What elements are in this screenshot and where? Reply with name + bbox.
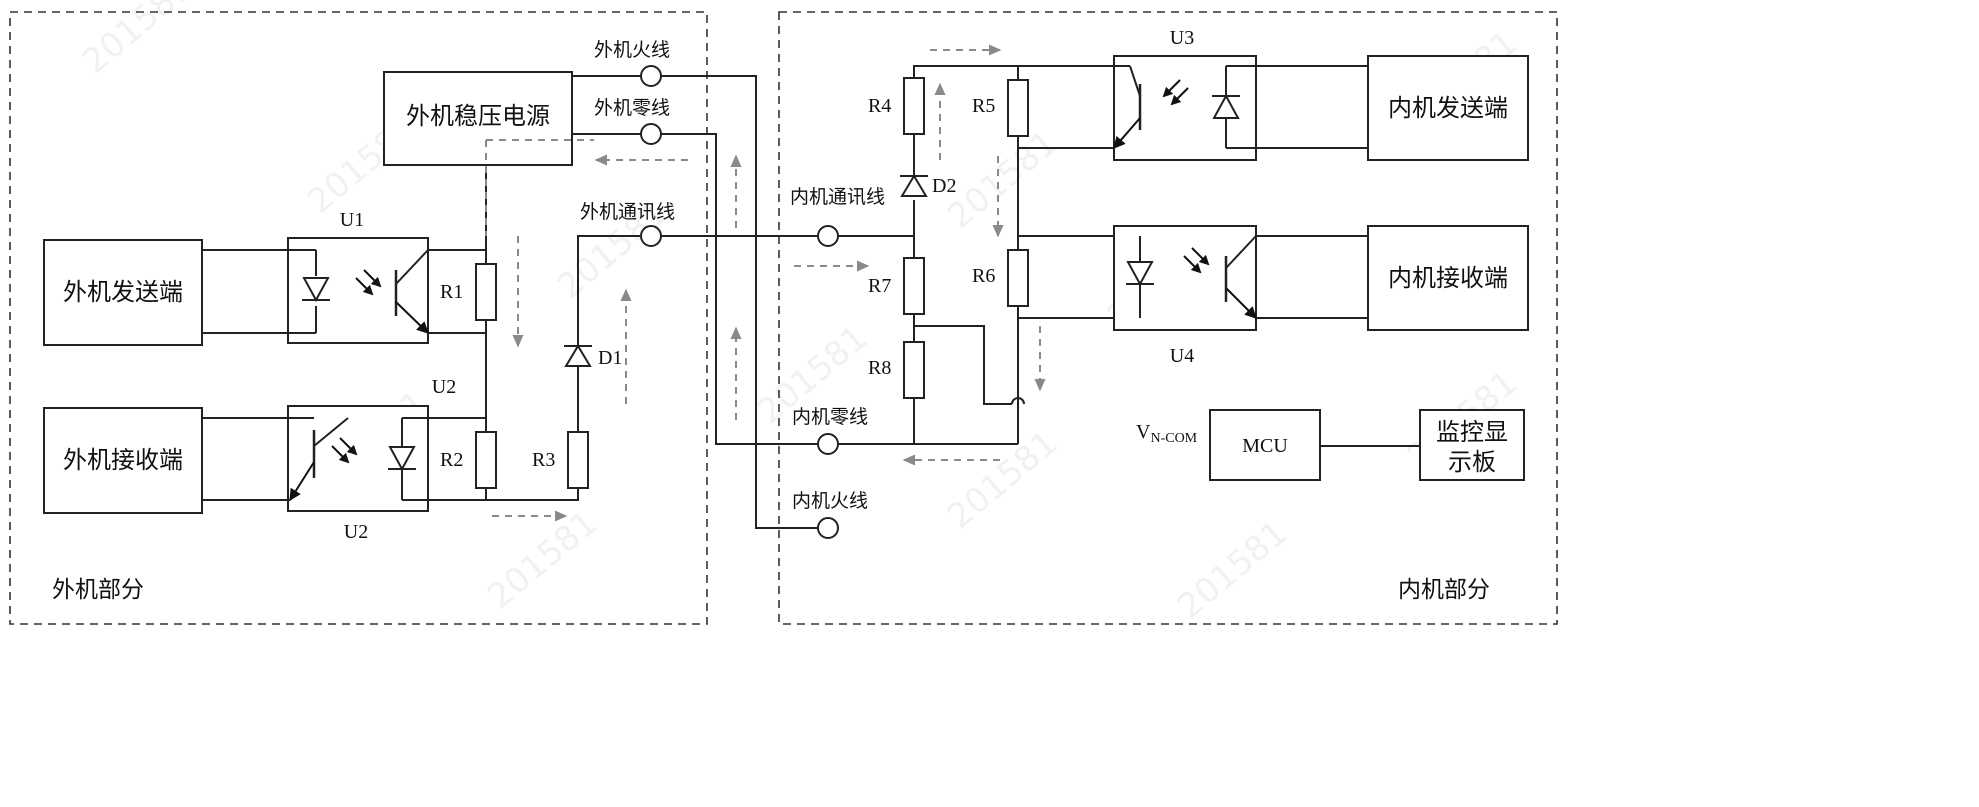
resistor-r8: [903, 341, 925, 399]
indoor-live-terminal: [817, 517, 839, 539]
outdoor-power-supply-block: [383, 71, 573, 166]
watermark: 201581: [480, 503, 605, 617]
resistor-r7: [903, 257, 925, 315]
r7-label: R7: [868, 275, 891, 297]
optocoupler-u2: [202, 405, 486, 512]
indoor-send-label: 内机发送端: [1388, 94, 1508, 122]
outdoor-receive-block: [43, 407, 203, 514]
resistor-r6: [1007, 249, 1029, 307]
u1-label: U1: [340, 209, 364, 231]
wire-u1-r1: [428, 249, 487, 264]
optocoupler-u1: [202, 237, 429, 344]
wire-r6-u4-bottom: [1017, 306, 1114, 319]
outdoor-live-terminal: [640, 65, 662, 87]
u3-label: U3: [1170, 27, 1194, 49]
u4-label: U4: [1170, 345, 1194, 367]
outdoor-power-supply-label: 外机稳压电源: [406, 102, 550, 130]
watermark: 201581: [940, 423, 1065, 537]
outdoor-live-label: 外机火线: [594, 39, 670, 61]
vn-com-label: VN-COM: [1136, 421, 1198, 446]
outdoor-comm-label: 外机通讯线: [580, 201, 675, 223]
u2-top-label: U2: [432, 376, 456, 398]
wire-vncom: [914, 325, 1012, 405]
outdoor-section-label: 外机部分: [52, 577, 144, 603]
optocoupler-u4: [1113, 225, 1368, 331]
indoor-receive-block: [1367, 225, 1529, 331]
resistor-r2: [475, 431, 497, 489]
outdoor-comm-terminal: [640, 225, 662, 247]
r4-label: R4: [868, 95, 891, 117]
monitor-board-label-line1: 监控显: [1436, 418, 1508, 446]
indoor-receive-label: 内机接收端: [1388, 264, 1508, 292]
watermark: 201581: [940, 123, 1065, 237]
watermark: 201581: [1170, 513, 1295, 627]
indoor-neutral-terminal: [817, 433, 839, 455]
wire-live-crossover: [661, 75, 818, 529]
indoor-neutral-label: 内机零线: [792, 406, 868, 428]
diode-d2: [900, 174, 928, 197]
mcu-label: MCU: [1242, 435, 1288, 457]
indoor-comm-label: 内机通讯线: [790, 186, 885, 208]
circuit-diagram: 201581 201581 201581 201581 201581 20158…: [9, 0, 1558, 627]
outdoor-send-label: 外机发送端: [63, 278, 183, 306]
optocoupler-u3: [1113, 55, 1368, 161]
wire-d1-comm: [577, 235, 640, 346]
wire-r4-u3: [913, 65, 1114, 78]
r2-label: R2: [440, 449, 463, 471]
outdoor-neutral-terminal: [640, 123, 662, 145]
indoor-live-label: 内机火线: [792, 490, 868, 512]
monitor-board-label-line2: 示板: [1448, 448, 1496, 476]
indoor-comm-terminal: [817, 225, 839, 247]
d1-label: D1: [598, 347, 622, 369]
outdoor-section-border: [9, 11, 708, 625]
outdoor-send-block: [43, 239, 203, 346]
diode-d1: [564, 344, 592, 367]
mcu-block: [1209, 409, 1321, 481]
resistor-r3: [567, 431, 589, 489]
outdoor-receive-label: 外机接收端: [63, 446, 183, 474]
r3-label: R3: [532, 449, 555, 471]
monitor-board-block: [1419, 409, 1525, 481]
r5-label: R5: [972, 95, 995, 117]
outdoor-neutral-label: 外机零线: [594, 97, 670, 119]
wire-r2-r3: [485, 488, 579, 501]
current-flow-arrows: [485, 44, 1046, 522]
r8-label: R8: [868, 357, 891, 379]
resistor-r4: [903, 77, 925, 135]
resistor-r5: [1007, 79, 1029, 137]
d2-label: D2: [932, 175, 956, 197]
r1-label: R1: [440, 281, 463, 303]
indoor-send-block: [1367, 55, 1529, 161]
indoor-section-label: 内机部分: [1398, 577, 1490, 603]
resistor-r1: [475, 263, 497, 321]
indoor-section-border: [778, 11, 1558, 625]
u2-bottom-label: U2: [344, 521, 368, 543]
r6-label: R6: [972, 265, 995, 287]
wire-neutral-crossover: [661, 133, 818, 445]
